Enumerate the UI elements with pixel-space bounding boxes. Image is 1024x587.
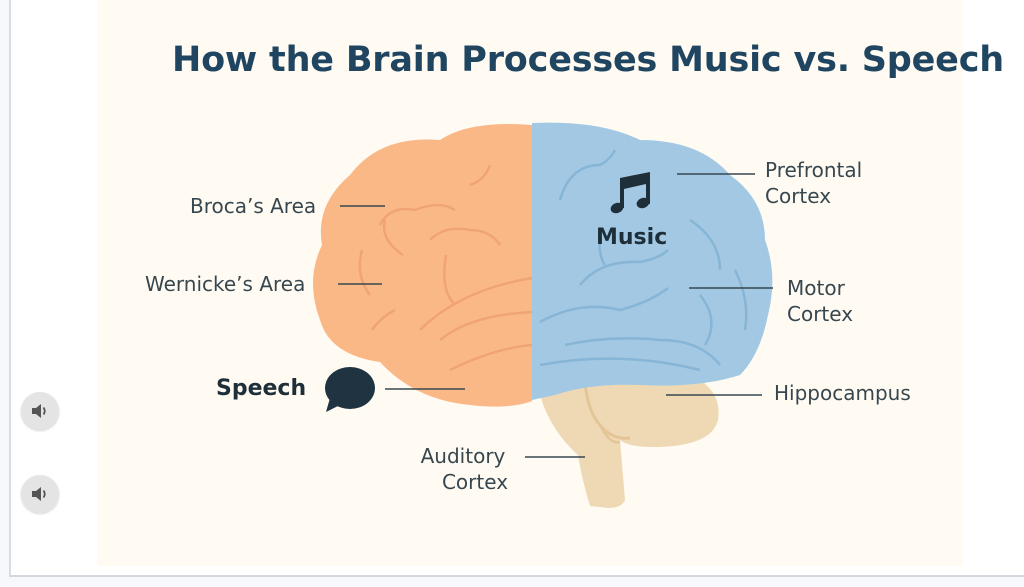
label-motor-cortex: Motor Cortex [787, 275, 853, 327]
label-wernicke-area: Wernicke’s Area [145, 272, 306, 296]
label-speech: Speech [216, 376, 307, 401]
label-broca-area: Broca’s Area [190, 194, 317, 218]
label-prefrontal-cortex: Prefrontal Cortex [765, 157, 862, 209]
label-motor-line2: Cortex [787, 302, 854, 326]
label-music: Music [596, 225, 668, 250]
diagram-title: How the Brain Processes Music vs. Speech [172, 40, 1004, 80]
label-hippocampus: Hippocampus [774, 381, 911, 405]
audio-play-button-1[interactable] [21, 392, 59, 430]
label-prefrontal-line2: Cortex [765, 184, 832, 208]
music-hemisphere [532, 122, 773, 400]
speech-hemisphere [312, 124, 532, 407]
label-auditory-cortex: Auditory Cortex [413, 443, 513, 495]
label-auditory-line2: Cortex [441, 470, 509, 494]
music-note-icon [610, 172, 650, 214]
speaker-icon [32, 404, 46, 418]
speaker-icon [32, 487, 46, 501]
brainstem-cerebellum [540, 380, 719, 508]
leader-lines [338, 173, 773, 458]
label-motor-line1: Motor [787, 276, 845, 300]
audio-play-button-2[interactable] [21, 475, 59, 513]
label-prefrontal-line1: Prefrontal [765, 158, 863, 182]
label-auditory-line1: Auditory [420, 444, 506, 468]
speech-bubble-icon [325, 367, 375, 412]
